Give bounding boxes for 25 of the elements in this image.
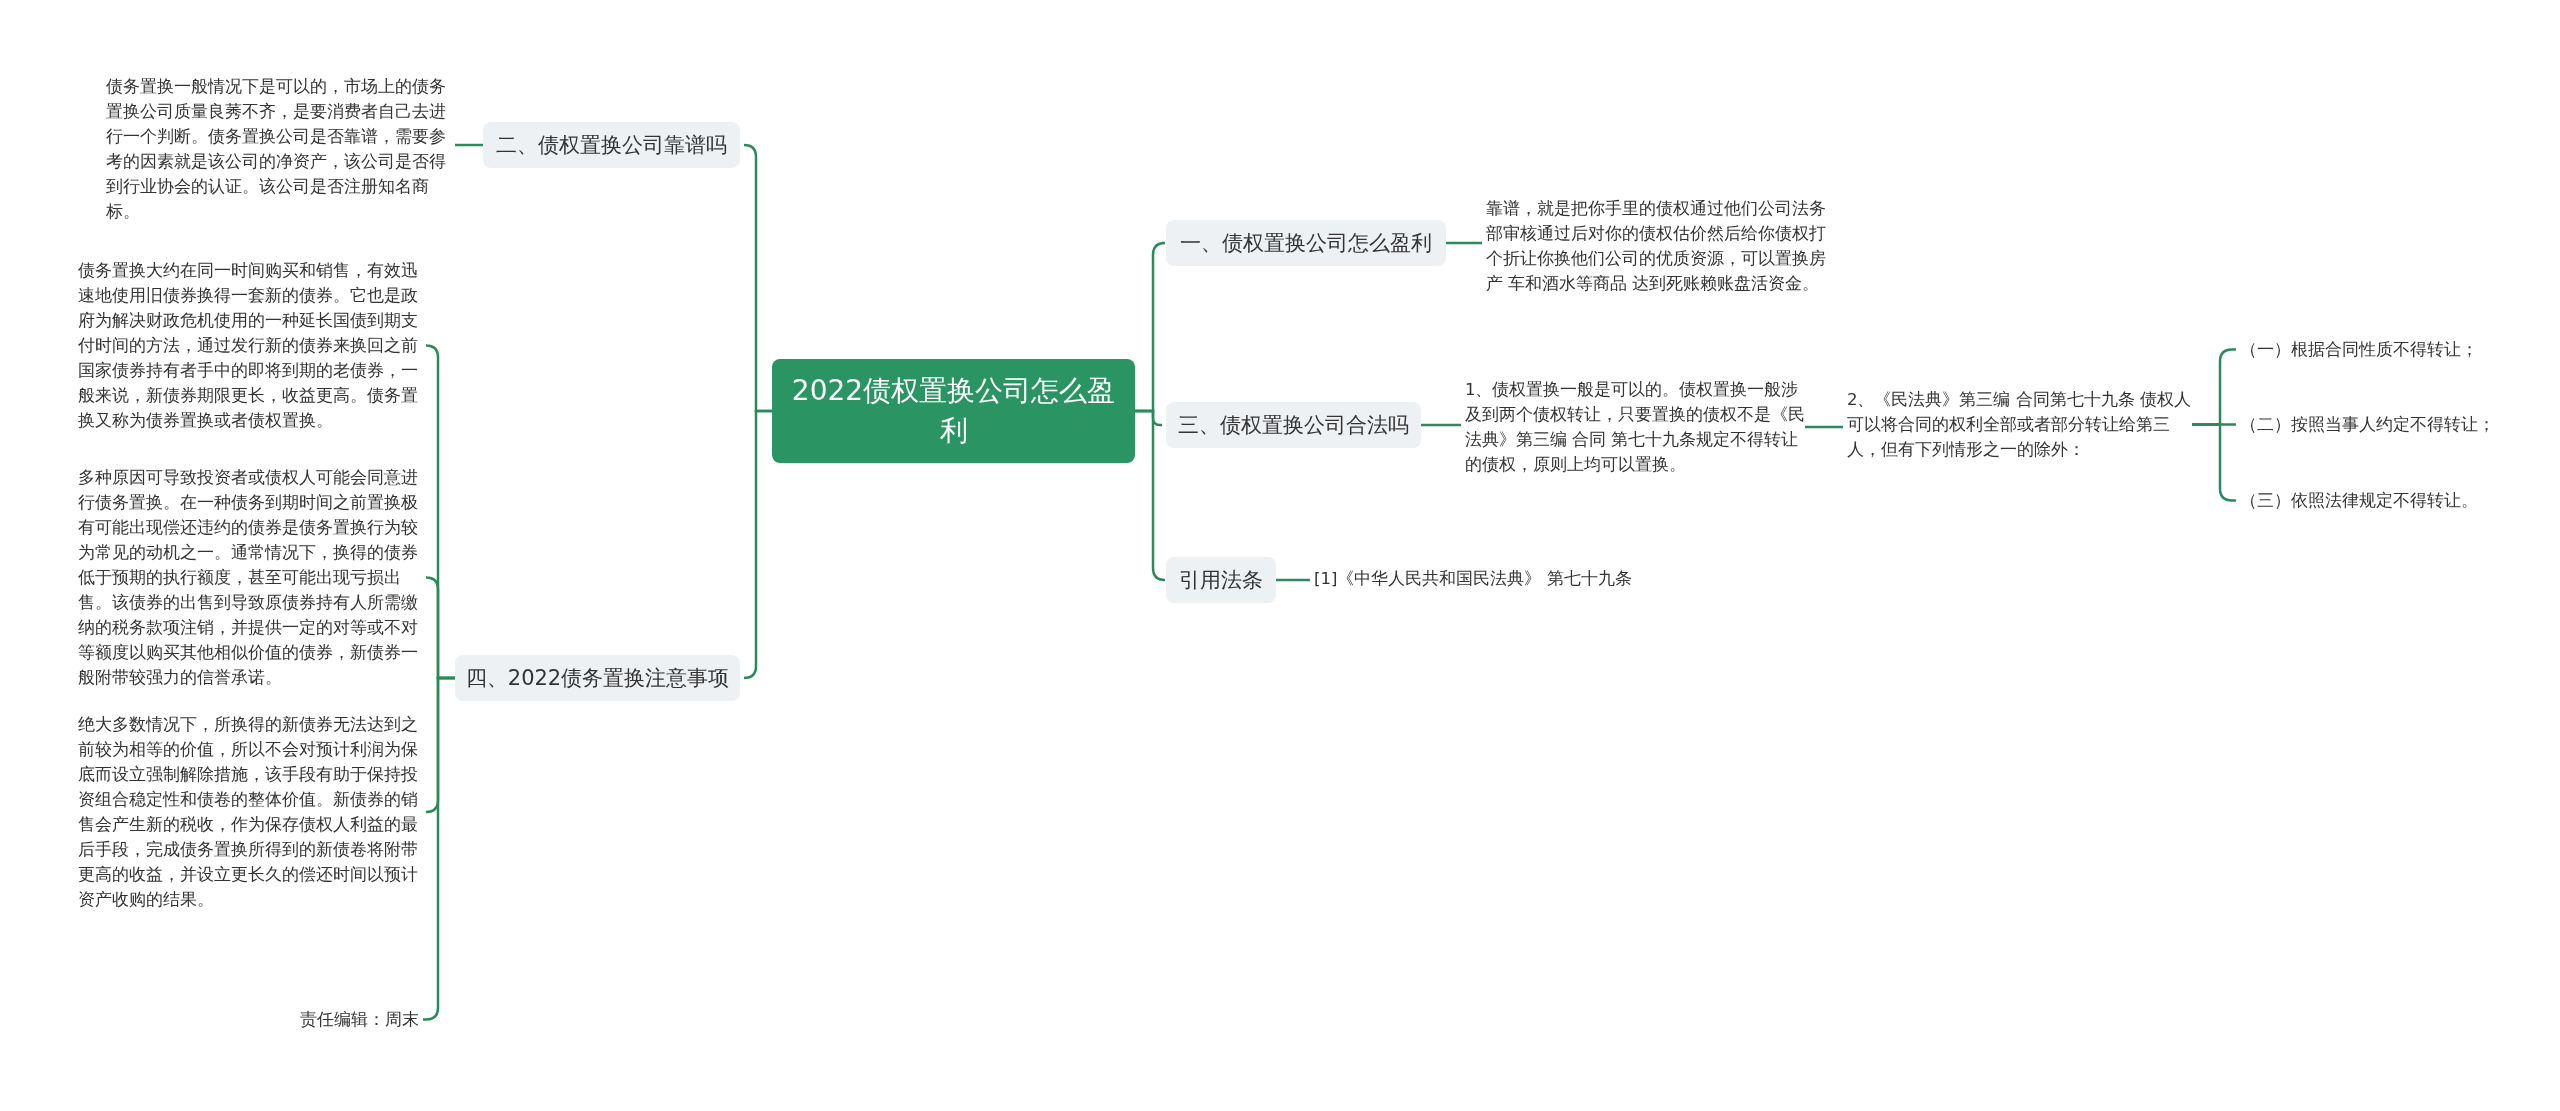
- topic-box: 一、债权置换公司怎么盈利: [1166, 220, 1446, 266]
- note-text: 1、债权置换一般是可以的。债权置换一般涉及到两个债权转让，只要置换的债权不是《民法典》第三编 合同 第七十九条规定不得转让的债权，原则上均可以置换。: [1465, 377, 1805, 477]
- note-text: 2、《民法典》第三编 合同第七十九条 债权人可以将合同的权利全部或者部分转让给第三人，但有下列情形之一的除外：: [1847, 387, 2192, 462]
- note-text: 债务置换大约在同一时间购买和销售，有效迅速地使用旧债券换得一套新的债券。它也是政府为解决财政危机使用的一种延长国债到期支付时间的方法，通过发行新的债券来换回之前国家债券持有者手中的即将到期的老债券，一般来说，新债券期限更长，收益更高。债务置换又称为债券置换或者债权置换。: [78, 258, 423, 433]
- note-text: 债务置换一般情况下是可以的，市场上的债务置换公司质量良莠不齐，是要消费者自己去进行一个判断。债务置换公司是否靠谱，需要参考的因素就是该公司的净资产，该公司是否得到行业协会的认证。该公司是否注册知名商标。: [106, 74, 451, 224]
- connector-line: [1135, 409, 1167, 582]
- note-text: 靠谱，就是把你手里的债权通过他们公司法务部审核通过后对你的债权估价然后给你债权打个折让你换他们公司的优质资源，可以置换房产 车和酒水等商品 达到死账赖账盘活资金。: [1486, 196, 1831, 296]
- connector-line: [1276, 578, 1310, 582]
- topic-box: 四、2022债务置换注意事项: [455, 655, 740, 701]
- topic-box: 引用法条: [1166, 557, 1276, 603]
- note-text: （三）依照法律规定不得转让。: [2240, 488, 2540, 513]
- topic-box: 二、债权置换公司靠谱吗: [483, 122, 740, 168]
- note-text: 绝大多数情况下，所换得的新债券无法达到之前较为相等的价值，所以不会对预计利润为保底而设立强制解除措施，该手段有助于保持投资组合稳定性和债卷的整体价值。新债券的销售会产生新的税收，作为保存债权人利益的最后手段，完成债务置换所得到的新债卷将附带更高的收益，并设立更长久的偿还时间以预计资产收购的结果。: [78, 712, 423, 912]
- connector-line: [1421, 423, 1461, 427]
- topic-box: 三、债权置换公司合法吗: [1166, 402, 1421, 448]
- note-text: [1]《中华人民共和国民法典》 第七十九条: [1314, 566, 1634, 591]
- note-text: （二）按照当事人约定不得转让；: [2240, 412, 2540, 437]
- connector-line: [742, 409, 772, 680]
- connector-line: [1446, 241, 1482, 245]
- note-text: 责任编辑：周末: [297, 1007, 419, 1032]
- connector-line: [1805, 425, 1843, 429]
- connector-line: [455, 143, 483, 147]
- note-text: 多种原因可导致投资者或债权人可能会同意进行债务置换。在一种债务到期时间之前置换极有可能出现偿还违约的债券是债务置换行为较为常见的动机之一。通常情况下，换得的债券低于预期的执行额度，甚至可能出现亏损出售。该债券的出售到导致原债券持有人所需缴纳的税务款项注销，并提供一定的对等或不对等额度以购买其他相似价值的债券，新债券一般附带较强力的信誉承诺。: [78, 465, 423, 690]
- note-text: （一）根据合同性质不得转让；: [2240, 337, 2540, 362]
- central-topic: 2022债权置换公司怎么盈利: [772, 359, 1135, 463]
